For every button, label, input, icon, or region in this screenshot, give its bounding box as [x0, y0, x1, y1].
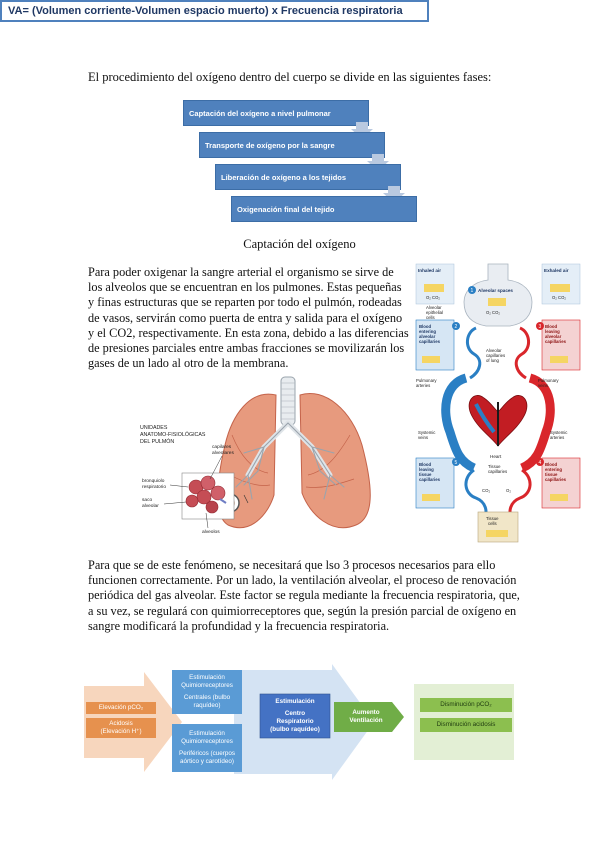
paragraph-1-line: Para poder oxigenar la sangre arterial e…	[88, 265, 394, 279]
paragraph-2: Para que se de este fenómeno, se necesit…	[88, 558, 520, 634]
svg-text:entering: entering	[419, 329, 436, 334]
step-number: 3	[539, 324, 542, 330]
lung-title-2: ANATOMO-FISIOLÓGICAS	[140, 431, 206, 438]
svg-text:Blood: Blood	[545, 462, 558, 467]
svg-text:Systemic: Systemic	[418, 430, 436, 435]
label-capilares-1: capilares	[212, 444, 232, 450]
svg-text:capillaries: capillaries	[419, 339, 441, 344]
svg-text:arteries: arteries	[416, 383, 430, 388]
paragraph-2-line: a su vez, se regulará con quimiorrecepto…	[88, 603, 517, 618]
paragraph-1-line: gases de un lado al otro de la membrana.	[88, 356, 289, 371]
svg-text:CO₂: CO₂	[482, 488, 490, 493]
svg-text:Tissue: Tissue	[486, 516, 499, 521]
label-saco-2: alveolar	[142, 503, 159, 509]
phase-2-arrow	[367, 154, 389, 171]
svg-text:cells: cells	[426, 315, 435, 320]
lung-title-1: UNIDADES	[140, 425, 168, 431]
label-bronquiolo-2: respiratorio	[142, 484, 166, 490]
paragraph-1-line: los alveolos que se encuentran en los pu…	[88, 280, 402, 295]
phase-1-box: Captación del oxígeno a nivel pulmonar	[183, 100, 369, 126]
svg-text:alveolar: alveolar	[419, 334, 436, 339]
svg-text:Pulmonary: Pulmonary	[416, 378, 437, 383]
paragraph-1: Para poder oxigenar la sangre arterial e…	[88, 265, 409, 371]
formula-box: VA= (Volumen corriente-Volumen espacio m…	[0, 0, 429, 22]
svg-text:Blood: Blood	[419, 324, 432, 329]
svg-text:leaving: leaving	[419, 467, 434, 472]
label-bronquiolo-1: bronquiolo	[142, 478, 165, 484]
svg-text:Tissue: Tissue	[488, 464, 501, 469]
disminucion-pco2-label: Disminución pCO₂	[440, 701, 492, 708]
svg-text:veins: veins	[418, 435, 428, 440]
disminucion-acidosis-label: Disminución acidosis	[436, 721, 496, 728]
exhaled-air-label: Exhaled air	[544, 268, 569, 273]
svg-text:capillaries: capillaries	[488, 469, 507, 474]
respiratory-center-sub: Centro Respiratorio (bulbo raquídeo)	[270, 710, 320, 733]
peripheral-chemoreceptor-sub: Periféricos (cuerpos aórtico y carotídeo…	[179, 750, 235, 765]
paragraph-2-line: sangre modificará la profundidad y la fr…	[88, 618, 390, 633]
svg-text:capillaries: capillaries	[419, 477, 441, 482]
heart-label: Heart	[490, 454, 502, 459]
label-alveolos: alveolos	[202, 529, 220, 535]
svg-text:O₂: O₂	[506, 488, 511, 493]
central-chemoreceptor-title: Estimulación Quimiorreceptores	[181, 674, 233, 689]
svg-text:Alveolar: Alveolar	[486, 348, 502, 353]
svg-text:Systemic: Systemic	[550, 430, 568, 435]
paragraph-1-line: de presiones parciales entre ambas fracc…	[88, 341, 405, 356]
svg-text:epithelial: epithelial	[426, 310, 443, 315]
paragraph-2-line: periódica del gas alveolar. Este factor …	[88, 588, 520, 603]
step-number: 4	[539, 460, 542, 466]
svg-text:O₂ CO₂: O₂ CO₂	[552, 295, 566, 300]
svg-text:capillaries: capillaries	[545, 477, 567, 482]
paragraph-1-line: de vasos, servirán como puerta de entra …	[88, 310, 403, 325]
svg-text:Blood: Blood	[545, 324, 558, 329]
step-number: 5	[455, 460, 458, 466]
svg-text:of lung: of lung	[486, 358, 500, 363]
svg-text:capillaries: capillaries	[545, 339, 567, 344]
central-chemoreceptor-sub: Centrales (bulbo raquídeo)	[183, 694, 231, 709]
svg-text:entering: entering	[545, 467, 562, 472]
svg-text:capillaries: capillaries	[486, 353, 505, 358]
phase-3-box: Liberación de oxígeno a los tejidos	[215, 164, 401, 190]
gas-exchange-diagram: Inhaled air O₂ CO₂ Exhaled air O₂ CO₂ Al…	[414, 262, 582, 544]
svg-text:leaving: leaving	[545, 329, 560, 334]
lung-illustration: UNIDADES ANATOMO-FISIOLÓGICAS DEL PULMÓN…	[140, 376, 371, 535]
svg-text:tissue: tissue	[545, 472, 558, 477]
svg-text:alveolar: alveolar	[545, 334, 562, 339]
elevacion-pco2-label: Elevación pCO₂	[98, 704, 144, 711]
inhaled-air-label: Inhaled air	[418, 268, 441, 273]
svg-text:arteries: arteries	[550, 435, 564, 440]
acidosis-label: Acidosis (Elevación H⁺)	[100, 720, 142, 735]
intro-text: El procedimiento del oxígeno dentro del …	[88, 70, 492, 84]
phase-2-box: Transporte de oxígeno por la sangre	[199, 132, 385, 158]
phase-4-box: Oxigenación final del tejido	[231, 196, 417, 222]
phase-3-arrow	[383, 186, 405, 203]
peripheral-chemoreceptor-title: Estimulación Quimiorreceptores	[181, 730, 233, 745]
svg-text:Blood: Blood	[419, 462, 432, 467]
regulation-diagram: Elevación pCO₂ Acidosis (Elevación H⁺) E…	[84, 664, 514, 780]
step-number: 1	[471, 288, 474, 294]
svg-text:tissue: tissue	[419, 472, 432, 477]
svg-text:cells: cells	[488, 521, 497, 526]
label-capilares-2: alveolares	[212, 450, 234, 456]
paragraph-1-line: y finas estructuras que se reparten por …	[88, 295, 402, 310]
step-number: 2	[455, 324, 458, 330]
section-heading: Captación del oxígeno	[243, 237, 356, 251]
svg-text:Pulmonary: Pulmonary	[538, 378, 559, 383]
svg-text:O₂ CO₂: O₂ CO₂	[426, 295, 440, 300]
aumento-ventilacion-label: Aumento Ventilación	[349, 709, 383, 724]
alveolar-spaces-label: Alveolar spaces	[478, 288, 513, 293]
phase-1-arrow	[351, 122, 373, 139]
svg-text:veins: veins	[538, 383, 548, 388]
paragraph-2-line: Para que se de este fenómeno, se necesit…	[88, 558, 496, 572]
paragraph-2-line: funcionen correctamente. Por un lado, la…	[88, 573, 517, 588]
paragraph-1-line: y el CO2, respectivamente. En esta zona,…	[88, 325, 409, 340]
svg-text:O₂ CO₂: O₂ CO₂	[486, 310, 500, 315]
lung-title-3: DEL PULMÓN	[140, 438, 174, 445]
respiratory-center-title: Estimulación	[275, 698, 315, 705]
label-saco-1: saco	[142, 498, 152, 503]
svg-text:Alveolar: Alveolar	[426, 305, 442, 310]
regulation-shapes	[84, 664, 514, 780]
